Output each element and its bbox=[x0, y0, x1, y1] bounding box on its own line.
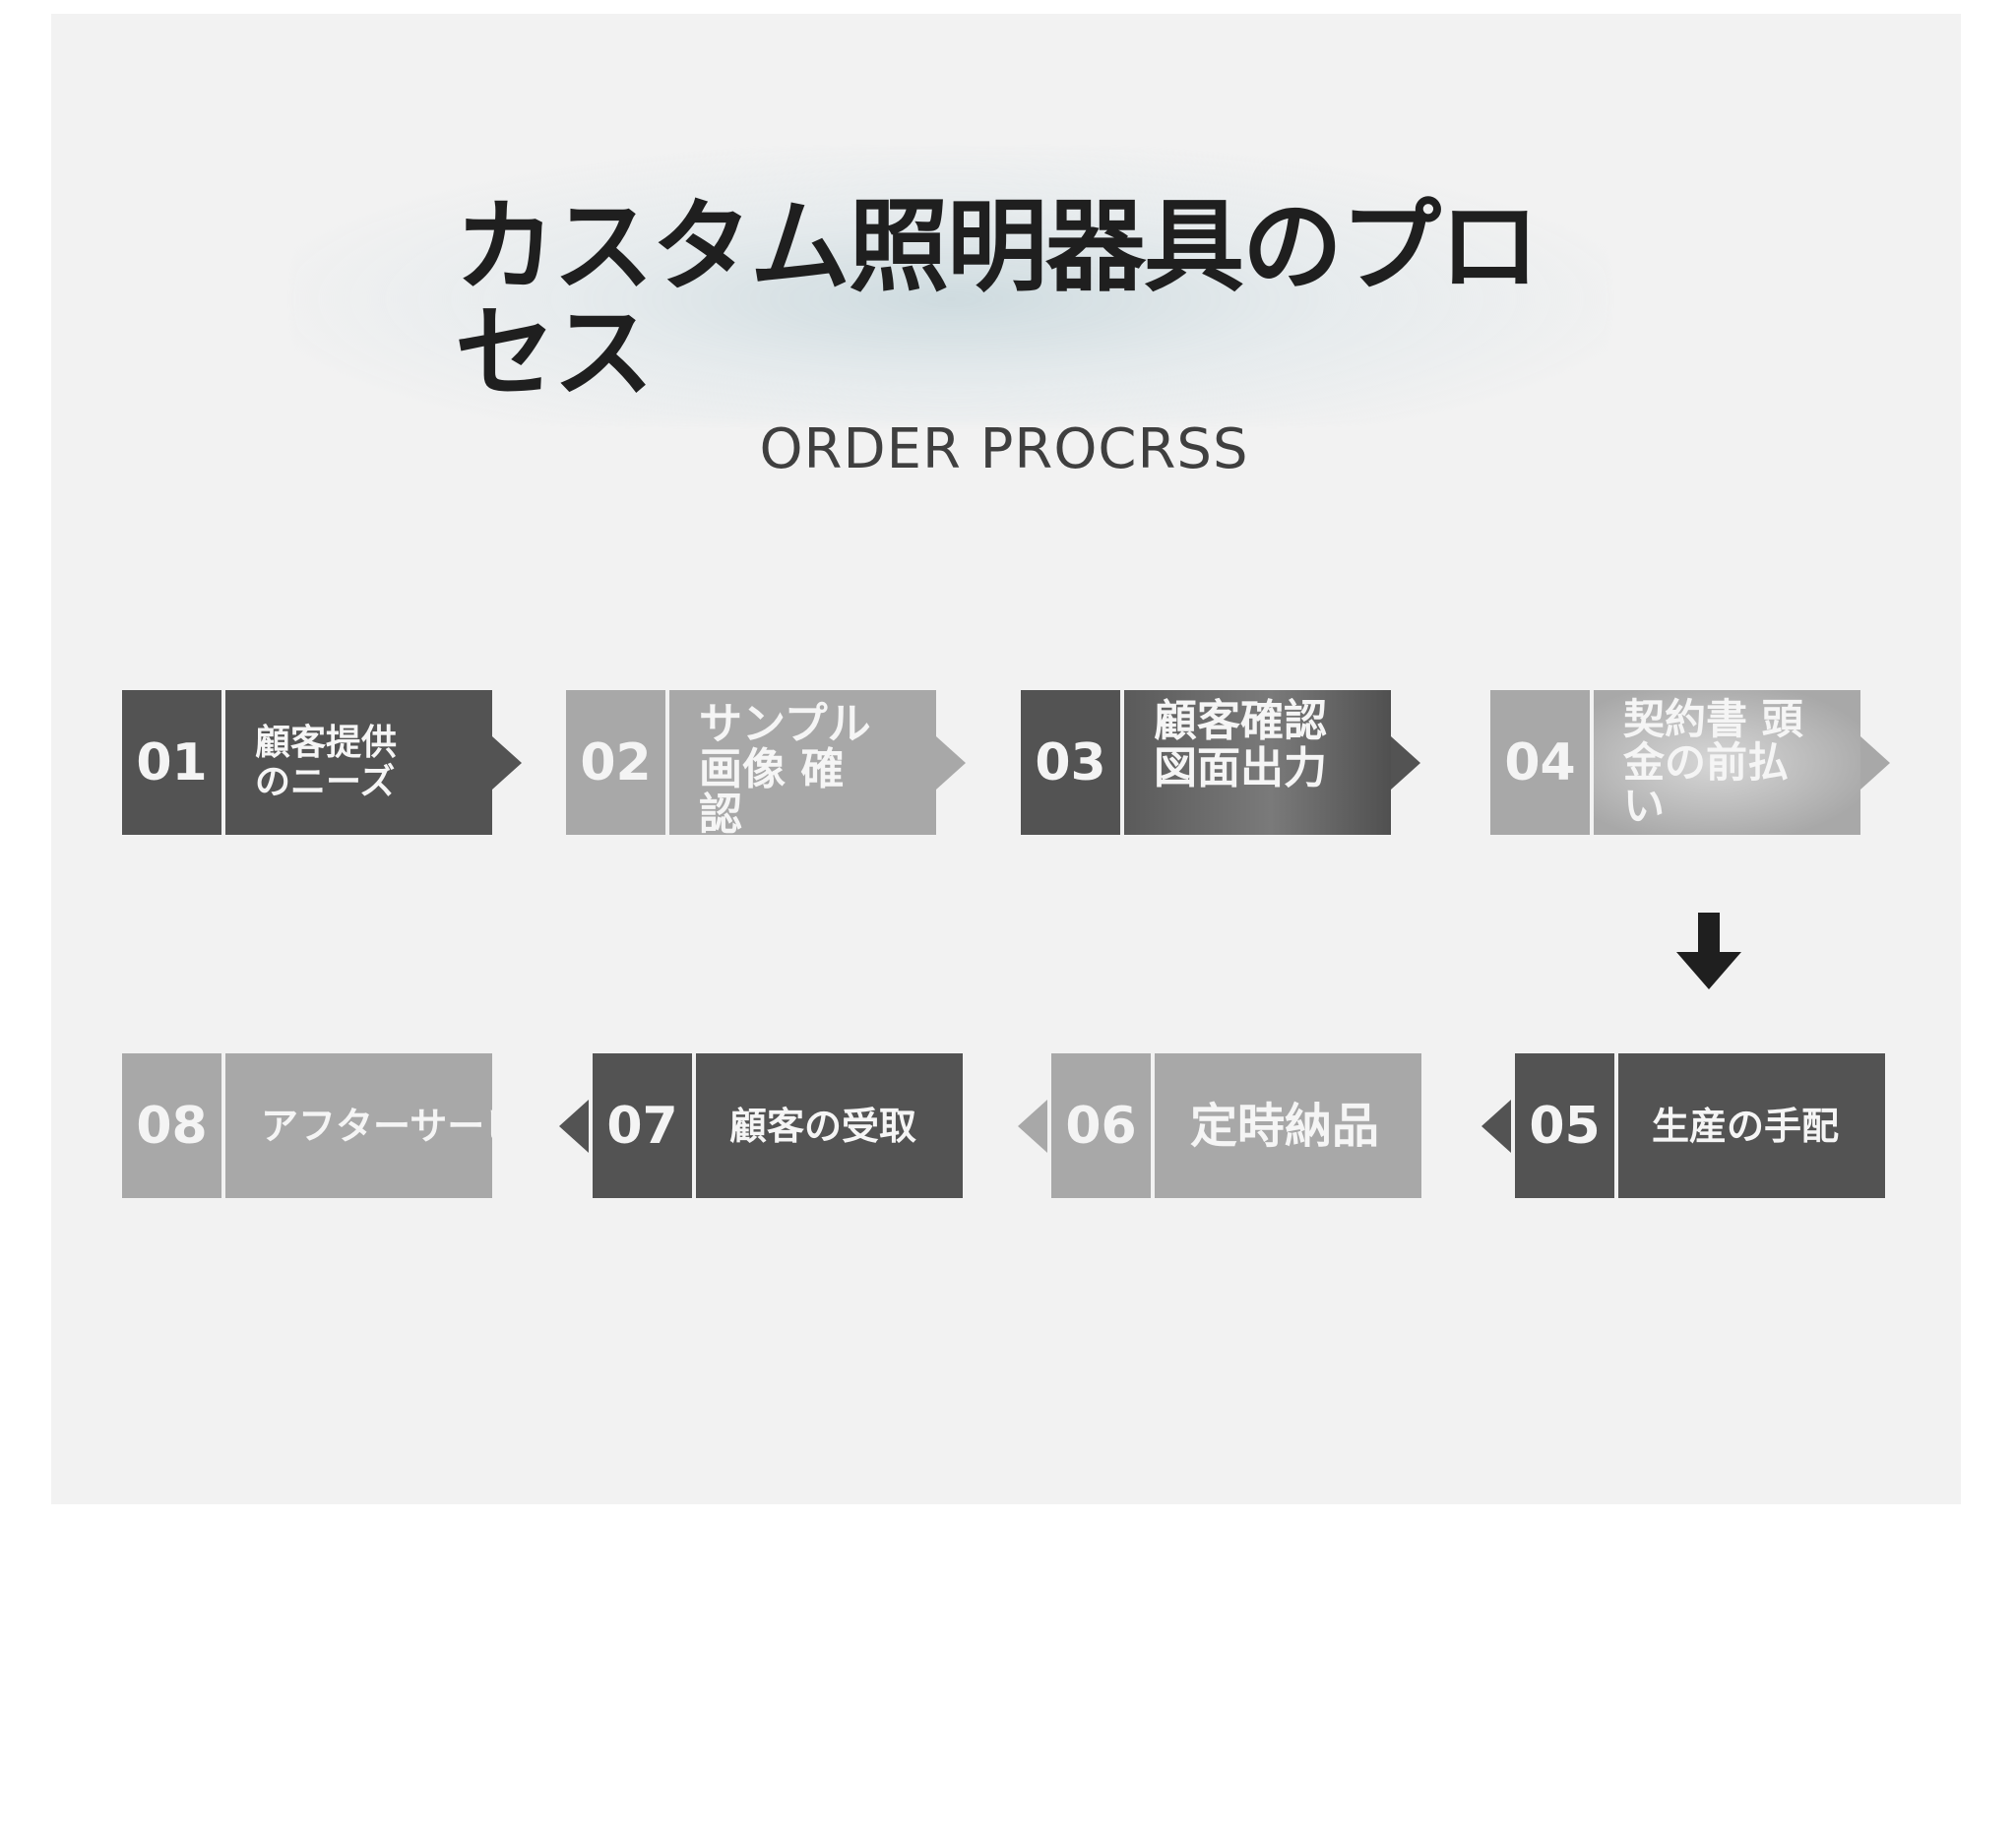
step-01: 01 顧客提供のニーズ bbox=[122, 690, 526, 835]
step-08: 08 アフターサービス bbox=[122, 1053, 496, 1198]
arrow-left-icon bbox=[559, 1100, 589, 1153]
page-subtitle: ORDER PROCRSS bbox=[759, 417, 1249, 481]
step-label: 顧客確認 図面出力 bbox=[1124, 690, 1391, 835]
arrow-right-icon bbox=[1391, 736, 1420, 790]
page-title: カスタム照明器具のプロセス bbox=[455, 189, 1540, 412]
step-03: 03 顧客確認 図面出力 bbox=[1021, 690, 1424, 835]
step-04: 04 契約書 頭金の前払い bbox=[1490, 690, 1894, 835]
arrow-left-icon bbox=[1481, 1100, 1511, 1153]
step-label: 生産の手配 bbox=[1618, 1053, 1885, 1198]
step-label: 契約書 頭金の前払い bbox=[1594, 690, 1860, 835]
arrow-left-icon bbox=[1018, 1100, 1047, 1153]
arrow-down-icon bbox=[1676, 913, 1741, 989]
step-number: 06 bbox=[1051, 1053, 1151, 1198]
step-number: 07 bbox=[593, 1053, 692, 1198]
step-06: 06 定時納品 bbox=[1018, 1053, 1424, 1198]
step-02: 02 サンプル画像 確認 bbox=[566, 690, 970, 835]
step-number: 01 bbox=[122, 690, 221, 835]
step-number: 02 bbox=[566, 690, 665, 835]
step-number: 08 bbox=[122, 1053, 221, 1198]
arrow-right-icon bbox=[936, 736, 966, 790]
step-label: アフターサービス bbox=[225, 1053, 492, 1198]
step-number: 05 bbox=[1515, 1053, 1614, 1198]
arrow-right-icon bbox=[492, 736, 522, 790]
step-number: 03 bbox=[1021, 690, 1120, 835]
step-label: 顧客の受取 bbox=[696, 1053, 963, 1198]
step-number: 04 bbox=[1490, 690, 1590, 835]
step-label: サンプル画像 確認 bbox=[669, 690, 936, 835]
step-label: 定時納品 bbox=[1155, 1053, 1421, 1198]
step-05: 05 生産の手配 bbox=[1481, 1053, 1888, 1198]
arrow-right-icon bbox=[1860, 736, 1890, 790]
step-label: 顧客提供のニーズ bbox=[225, 690, 492, 835]
title-glow bbox=[291, 148, 1610, 423]
step-07: 07 顧客の受取 bbox=[559, 1053, 966, 1198]
